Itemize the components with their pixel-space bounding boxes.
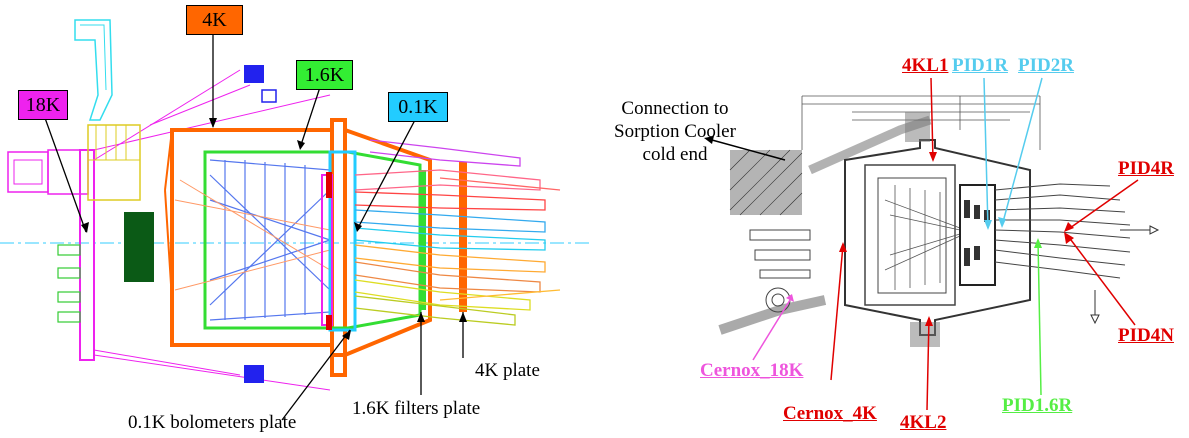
callout-lines xyxy=(711,77,1139,411)
inner-stage xyxy=(877,177,947,294)
label-4k-plate: 4K plate xyxy=(475,360,540,381)
sensor-pid1r: PID1R xyxy=(952,55,1008,76)
sensor-cernox-4k: Cernox_4K xyxy=(783,403,877,424)
feedhorn-lattice xyxy=(209,159,331,321)
horn-array xyxy=(994,183,1131,279)
plate-filters xyxy=(420,170,426,310)
cooler-head xyxy=(87,124,141,201)
dimension-lines xyxy=(801,95,1041,150)
shell-4k-nose xyxy=(164,129,173,301)
plate-18k xyxy=(79,149,95,361)
connection-line-1: Connection to xyxy=(621,98,729,119)
shell-4k xyxy=(170,118,432,357)
tag-1-6k: 1.6K xyxy=(296,60,353,90)
label-filters-plate: 1.6K filters plate xyxy=(352,398,481,419)
mount-block xyxy=(124,212,154,282)
colored-cryostat-drawing xyxy=(0,19,590,421)
detector-blocks xyxy=(964,200,990,266)
callout-arrowheads xyxy=(704,136,1074,326)
cold-end-block xyxy=(730,150,802,215)
sensor-location-diagram: Connection to Sorption Cooler cold end 4… xyxy=(590,0,1189,438)
sensor-cernox-18k: Cernox_18K xyxy=(700,360,804,381)
bottom-boss xyxy=(910,322,940,347)
callout-arrowheads xyxy=(81,118,467,340)
pink-struts xyxy=(93,69,331,391)
left-fittings xyxy=(749,229,811,313)
label-bolometers-plate: 0.1K bolometers plate xyxy=(128,412,297,433)
top-boss xyxy=(905,112,930,142)
plate-4k xyxy=(459,162,467,312)
sensor-pid4r: PID4R xyxy=(1118,158,1174,179)
green-connectors xyxy=(57,244,81,323)
cooler-head-fins xyxy=(88,125,140,161)
cooling-pipe xyxy=(74,19,113,121)
tag-18k: 18K xyxy=(18,90,68,120)
colored-cryostat-diagram: 4K 1.6K 18K 0.1K 4K plate 1.6K filters p… xyxy=(0,0,590,438)
inner-housing xyxy=(864,164,956,306)
top-bracket-ring xyxy=(261,89,277,103)
shell-4k-flange xyxy=(330,120,347,377)
flange-18k-inner xyxy=(13,159,43,185)
connection-line-3: cold end xyxy=(642,144,708,165)
cooling-pipe-inner xyxy=(80,24,107,91)
feedhorns xyxy=(354,139,561,326)
stage-0-1k xyxy=(328,150,357,332)
stage-red-top xyxy=(326,172,332,198)
detector-stack xyxy=(959,184,996,286)
feedhorn-lines xyxy=(884,185,961,290)
sensor-pid2r: PID2R xyxy=(1018,55,1074,76)
sensor-pid1-6r: PID1.6R xyxy=(1002,395,1073,416)
cold-end-hatch xyxy=(729,149,803,216)
sensor-pid4n: PID4N xyxy=(1118,325,1174,346)
sensor-4kl1: 4KL1 xyxy=(902,55,949,76)
label-connection-cold-end: Connection to Sorption Cooler cold end xyxy=(590,97,760,166)
tag-0-1k: 0.1K xyxy=(388,92,448,122)
orange-struts xyxy=(174,179,331,291)
tag-4k: 4K xyxy=(186,5,243,35)
connection-line-2: Sorption Cooler xyxy=(614,121,736,142)
flange-18k-block xyxy=(47,149,89,195)
bottom-bracket xyxy=(244,365,264,383)
axis-markers xyxy=(1090,225,1160,325)
technical-drawing xyxy=(704,77,1160,411)
stage-red-bottom xyxy=(326,315,332,330)
shell-1-6k xyxy=(203,150,422,330)
callout-lines xyxy=(44,33,464,421)
sensor-4kl2: 4KL2 xyxy=(900,412,947,433)
lower-pipe xyxy=(718,295,827,335)
top-bracket xyxy=(244,65,264,83)
